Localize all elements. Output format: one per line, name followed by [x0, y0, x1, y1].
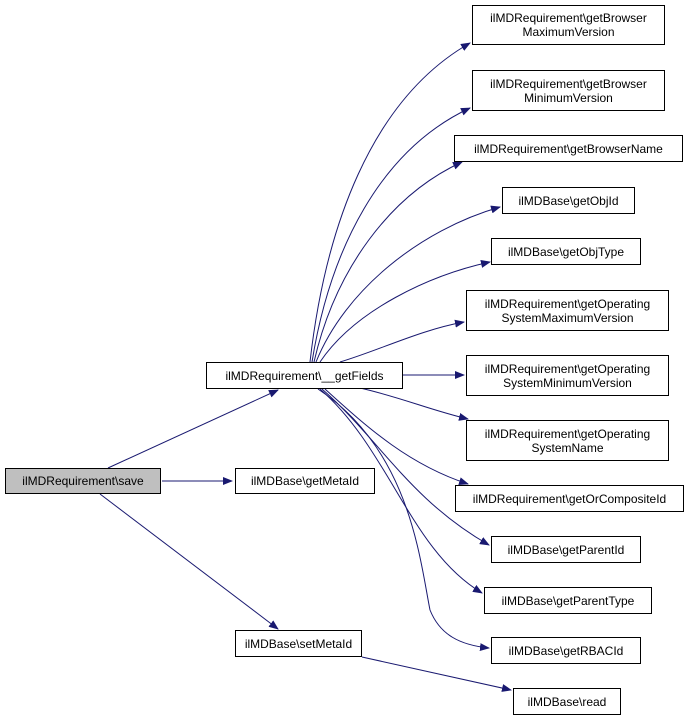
- node-label: ilMDRequirement\getOrCompositeId: [472, 491, 667, 506]
- node-label: ilMDBase\setMetaId: [244, 636, 353, 651]
- node-label-line-2: SystemMaximumVersion: [501, 310, 634, 325]
- edge-save-getFields: [107, 389, 279, 469]
- edge-getFields-getOSName: [359, 387, 469, 421]
- node-label-line-2: MinimumVersion: [524, 90, 613, 105]
- node-getObjType[interactable]: ilMDBase\getObjType: [491, 238, 641, 265]
- node-label: ilMDBase\getObjId: [518, 193, 619, 208]
- node-getRBACId[interactable]: ilMDBase\getRBACId: [491, 637, 641, 664]
- node-label: ilMDBase\read: [527, 694, 607, 709]
- node-label-line-1: ilMDRequirement\getOperating: [484, 296, 651, 311]
- node-getBrowserName[interactable]: ilMDRequirement\getBrowserName: [454, 135, 683, 162]
- node-label: ilMDBase\getObjType: [507, 244, 625, 259]
- edge-save-setMetaId: [99, 493, 279, 630]
- edge-getFields-getObjId: [315, 205, 501, 363]
- node-setMetaId[interactable]: ilMDBase\setMetaId: [235, 630, 362, 657]
- node-getParentId[interactable]: ilMDBase\getParentId: [491, 536, 641, 563]
- edge-getFields-getOSMax: [339, 319, 465, 363]
- node-label-line-2: SystemName: [531, 440, 604, 455]
- node-read[interactable]: ilMDBase\read: [513, 688, 621, 715]
- node-getBrowserMinimumVersion[interactable]: ilMDRequirement\getBrowser MinimumVersio…: [472, 70, 665, 111]
- edge-getFields-getRBACId: [317, 388, 490, 652]
- node-label-line-1: ilMDRequirement\getBrowser: [490, 76, 647, 91]
- node-label: ilMDBase\getRBACId: [508, 643, 624, 658]
- node-getFields[interactable]: ilMDRequirement\__getFields: [206, 362, 403, 389]
- edge-getFields-getBrowserMaximumVersion: [309, 42, 471, 363]
- node-getMetaId[interactable]: ilMDBase\getMetaId: [235, 468, 375, 494]
- node-getParentType[interactable]: ilMDBase\getParentType: [484, 587, 652, 614]
- node-label: ilMDRequirement\getBrowserName: [474, 141, 663, 156]
- edge-getFields-getBrowserName: [313, 161, 463, 363]
- node-label-line-2: MaximumVersion: [522, 25, 615, 39]
- edge-setMetaId-read: [361, 656, 512, 692]
- node-save[interactable]: ilMDRequirement\save: [5, 468, 161, 494]
- node-getOperatingSystemMaximumVersion[interactable]: ilMDRequirement\getOperating SystemMaxim…: [466, 290, 669, 331]
- node-label: ilMDBase\getMetaId: [250, 474, 360, 488]
- node-label: ilMDBase\getParentId: [507, 542, 625, 557]
- node-label: ilMDBase\getParentType: [501, 593, 635, 608]
- node-label: ilMDRequirement\__getFields: [225, 368, 384, 383]
- node-label-line-2: SystemMinimumVersion: [503, 375, 632, 390]
- node-getBrowserMaximumVersion[interactable]: ilMDRequirement\getBrowser MaximumVersio…: [472, 5, 665, 45]
- edge-getFields-getBrowserMinimumVersion: [311, 107, 471, 363]
- edge-getFields-getOrCompositeId: [324, 388, 469, 485]
- node-getObjId[interactable]: ilMDBase\getObjId: [502, 187, 635, 214]
- node-label-line-1: ilMDRequirement\getOperating: [484, 361, 651, 376]
- node-label-line-1: ilMDRequirement\getBrowser: [490, 11, 647, 25]
- edge-getFields-getParentType: [319, 388, 483, 594]
- edge-getFields-getObjType: [319, 259, 491, 363]
- node-getOperatingSystemMinimumVersion[interactable]: ilMDRequirement\getOperating SystemMinim…: [466, 355, 669, 396]
- node-getOrCompositeId[interactable]: ilMDRequirement\getOrCompositeId: [455, 485, 684, 512]
- node-getOperatingSystemName[interactable]: ilMDRequirement\getOperating SystemName: [466, 420, 669, 461]
- node-label-line-1: ilMDRequirement\getOperating: [484, 426, 651, 441]
- node-label: ilMDRequirement\save: [22, 474, 144, 488]
